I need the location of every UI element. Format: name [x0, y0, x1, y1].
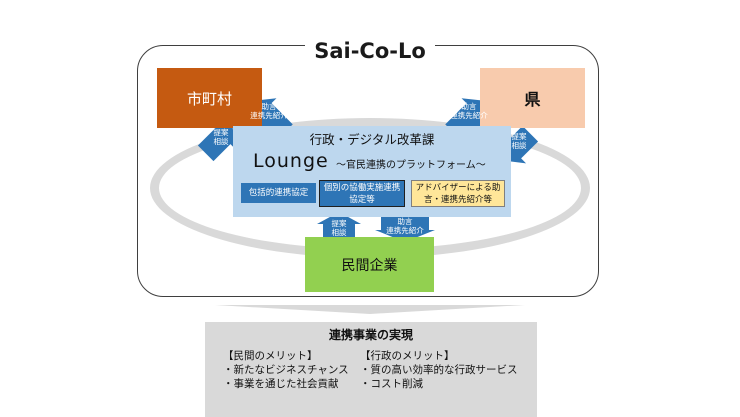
result-pointer [215, 305, 525, 314]
lounge-subtitle: 〜官民連携のプラットフォーム〜 [336, 160, 486, 171]
arrow-company-advice [375, 212, 435, 242]
chip-individual-agreement: 個別の協働実施連携協定等 [319, 180, 405, 207]
city-propose-label: 提案相談 [213, 128, 229, 146]
result-title: 連携事業の実現 [328, 328, 413, 342]
city-advice-label: 助言連携先紹介 [250, 102, 288, 120]
private-heading: 【民間のメリット】 [223, 350, 318, 362]
arrow-city-propose [197, 123, 236, 162]
gov-item: ・質の高い効率的な行政サービス [360, 364, 518, 376]
arrow-company-propose [317, 212, 361, 244]
diagram-title: Sai-Co-Lo [305, 38, 435, 64]
government-merits: 【行政のメリット】 ・質の高い効率的な行政サービス ・コスト削減 [360, 349, 518, 391]
pref-propose-label: 提案相談 [511, 132, 527, 150]
pref-advice-label: 助言連携先紹介 [450, 102, 488, 120]
lounge-platform: 行政・デジタル改革課 Lounge 〜官民連携のプラットフォーム〜 包括的連携協… [233, 126, 511, 217]
chip-comprehensive-agreement: 包括的連携協定 [241, 183, 316, 203]
lounge-department: 行政・デジタル改革課 [309, 132, 435, 147]
private-item: ・事業を通じた社会貢献 [223, 378, 339, 390]
gov-heading: 【行政のメリット】 [360, 350, 455, 362]
company-node: 民間企業 [305, 237, 434, 292]
private-merits: 【民間のメリット】 ・新たなビジネスチャンス ・事業を通じた社会貢献 [223, 349, 349, 391]
prefecture-node: 県 [480, 68, 585, 128]
gov-item: ・コスト削減 [360, 378, 423, 390]
private-item: ・新たなビジネスチャンス [223, 364, 349, 376]
city-node: 市町村 [157, 68, 262, 128]
chip-advisor: アドバイザーによる助言・連携先紹介等 [411, 180, 505, 207]
lounge-name: Lounge [253, 150, 329, 172]
result-box: 連携事業の実現 【民間のメリット】 ・新たなビジネスチャンス ・事業を通じた社会… [205, 322, 537, 417]
company-propose-label: 提案相談 [331, 219, 347, 237]
company-advice-label: 助言連携先紹介 [386, 217, 424, 235]
